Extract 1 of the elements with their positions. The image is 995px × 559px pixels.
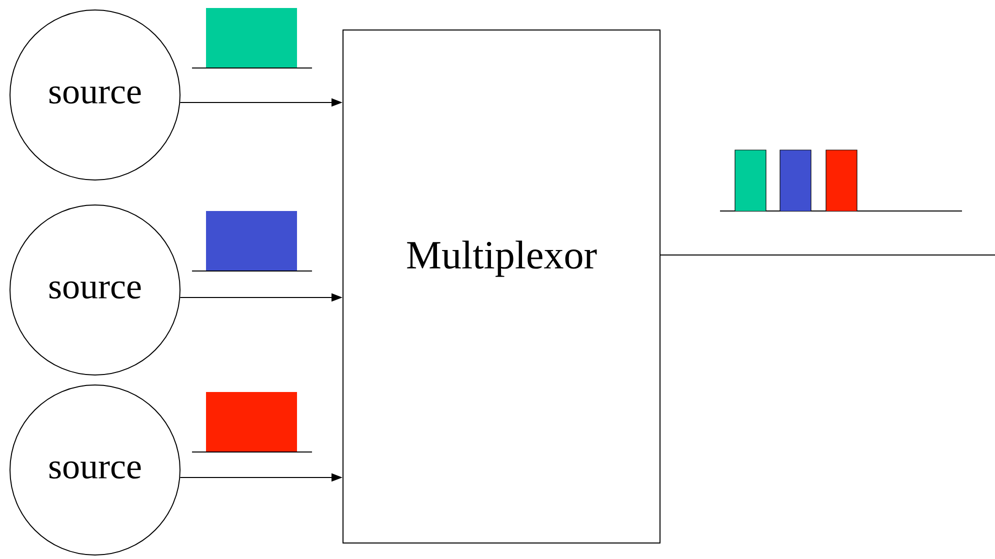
multiplexor-box: Multiplexor [342, 30, 660, 544]
